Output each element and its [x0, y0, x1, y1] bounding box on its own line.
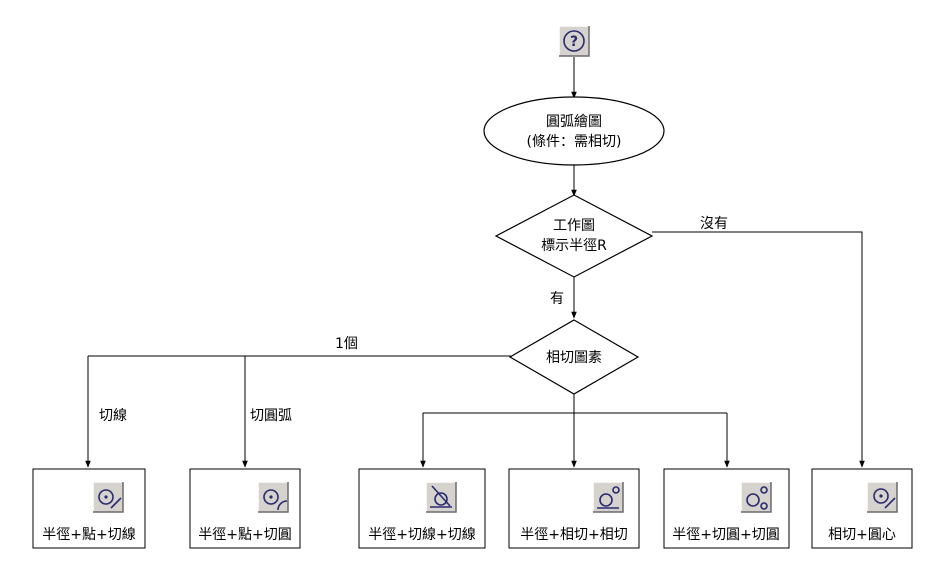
arc-tangent-center-button[interactable] [866, 481, 898, 513]
result-box-6: 相切+圓心 [811, 468, 913, 549]
result-label-3: 半徑+切線+切線 [368, 527, 475, 543]
arc-two-lines-icon [430, 485, 452, 508]
result-box-3: 半徑+切線+切線 [358, 468, 486, 549]
edge-label-tangent-arc: 切圓弧 [250, 408, 292, 424]
result-box-4: 半徑+相切+相切 [508, 468, 640, 549]
arc-two-tangents-button[interactable] [592, 481, 624, 513]
edge-label-yes: 有 [550, 291, 564, 307]
arc-point-tangent-circle-button[interactable] [257, 481, 289, 513]
start-help-button[interactable]: ? [558, 25, 590, 57]
ellipse-condition: (條件：需相切) [527, 134, 622, 150]
decision1-line1: 工作圖 [553, 218, 595, 234]
arc-two-circles-icon [746, 486, 768, 510]
arc-tangent-center-icon [873, 488, 896, 509]
arc-point-tangent-line-icon [98, 489, 122, 509]
arc-point-tangent-line-button[interactable] [92, 481, 124, 513]
result-box-2: 半徑+點+切圓 [189, 468, 301, 549]
decision1-line2: 標示半徑R [541, 238, 607, 254]
result-label-5: 半徑+切圓+切圓 [672, 527, 779, 543]
connector-decision1-no [652, 231, 865, 468]
result-label-4: 半徑+相切+相切 [520, 527, 627, 543]
result-box-1: 半徑+點+切線 [32, 468, 146, 549]
arc-two-circles-button[interactable] [740, 481, 772, 513]
edge-label-tangent-line: 切線 [99, 408, 127, 424]
decision-tangent-elements: 相切圖素 [508, 319, 640, 395]
edge-label-one: 1個 [335, 336, 358, 352]
decision-radius-marked: 工作圖 標示半徑R [494, 194, 654, 278]
arc-two-lines-button[interactable] [425, 481, 457, 513]
arc-two-tangents-icon [597, 486, 620, 509]
edge-label-no: 沒有 [700, 215, 728, 232]
result-label-2: 半徑+點+切圓 [198, 527, 291, 543]
start-ellipse: 圓弧繪圖 (條件：需相切) [483, 96, 665, 166]
result-label-1: 半徑+點+切線 [42, 527, 135, 543]
arc-point-tangent-circle-icon [263, 489, 288, 511]
ellipse-title: 圓弧繪圖 [546, 113, 602, 130]
help-question-icon: ? [563, 30, 585, 52]
decision2-label: 相切圖素 [546, 350, 602, 366]
result-box-5: 半徑+切圓+切圓 [663, 468, 790, 549]
result-label-6: 相切+圓心 [828, 527, 896, 543]
svg-text:?: ? [570, 34, 578, 50]
